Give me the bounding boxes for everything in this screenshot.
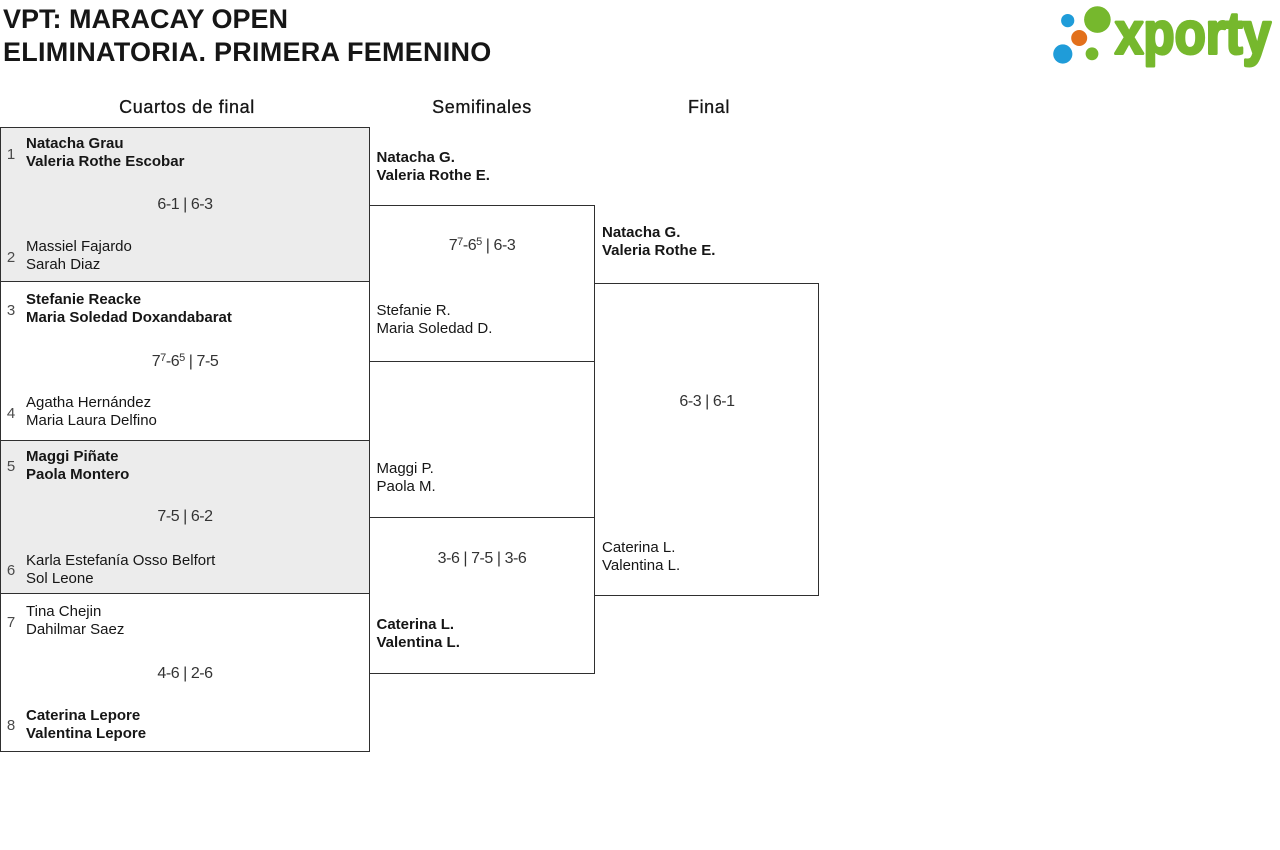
svg-text:xporty: xporty	[1115, 1, 1271, 67]
